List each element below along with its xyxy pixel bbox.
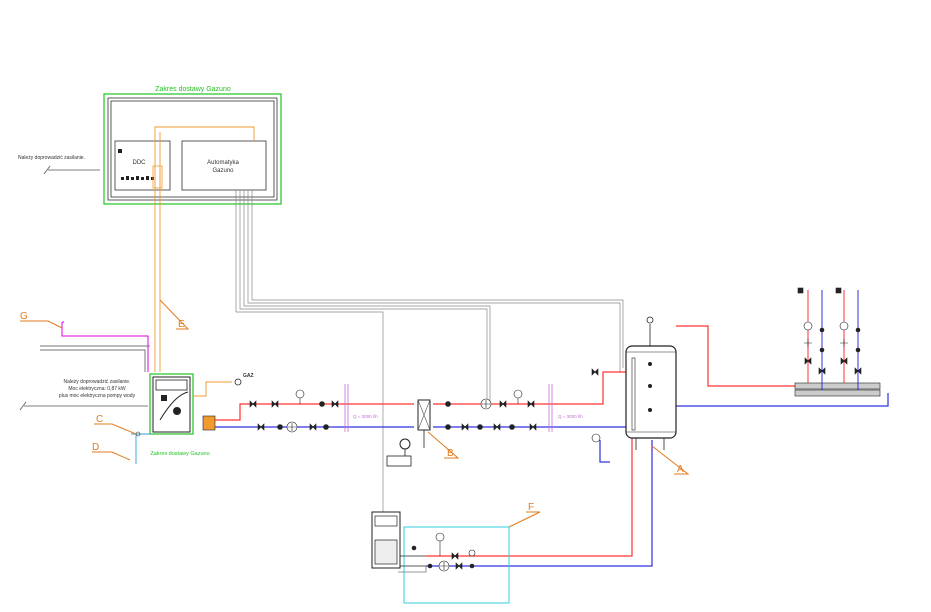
callout-b: B xyxy=(447,448,454,459)
power-note-top: Należy doprowadzić zasilanie. xyxy=(18,155,85,161)
automation-label-line1: Automatyka xyxy=(207,160,239,166)
supply-pipe xyxy=(215,325,795,557)
power-note-left-arrow xyxy=(19,401,148,411)
automation-box xyxy=(181,140,267,191)
flow-label-2: Q = 3000 l/h xyxy=(558,414,583,419)
hydraulic-separator xyxy=(417,399,431,448)
callout-e: E xyxy=(178,319,185,330)
power-note-left-line1: Należy doprowadzić zasilanie. xyxy=(64,379,131,385)
service-pipes xyxy=(40,345,150,372)
distribution-manifold xyxy=(794,287,881,397)
callout-f: F xyxy=(528,502,534,513)
control-cabinet xyxy=(103,93,282,205)
ddc-box xyxy=(114,140,171,191)
signal-line-e xyxy=(154,190,161,372)
drain-line-c xyxy=(131,433,152,464)
callout-a: A xyxy=(677,464,684,475)
buffer-tank xyxy=(625,316,677,450)
plate-exchanger xyxy=(202,415,216,431)
return-pipe xyxy=(215,393,889,567)
callout-g: G xyxy=(20,311,28,322)
callout-d: D xyxy=(92,442,99,453)
gas-supply-line xyxy=(193,381,232,397)
cable-bundle xyxy=(235,190,624,512)
callout-leaders xyxy=(20,299,690,528)
power-note-left-line2: Moc elektryczna: 0,87 kW xyxy=(68,386,126,392)
flow-label-1: Q = 3000 l/h xyxy=(353,414,378,419)
power-note-left-line3: plus moc elektryczna pompy wody xyxy=(59,393,136,399)
expansion-group xyxy=(386,438,412,467)
heat-pump-unit xyxy=(149,373,194,435)
automation-label-line2: Gazuno xyxy=(212,168,234,174)
flow-markers xyxy=(344,384,553,432)
scope-bottom-label: Zakres dostawy Gazuno xyxy=(150,451,209,457)
ddc-label: DDC xyxy=(133,160,147,166)
detail-f xyxy=(371,511,510,604)
power-note-top-arrow xyxy=(43,165,100,175)
ddc-terminals xyxy=(121,176,154,180)
gas-label: GAZ xyxy=(243,373,254,379)
scope-top-label: Zakres dostawy Gazuno xyxy=(155,86,231,93)
pipe-fittings xyxy=(249,368,601,443)
callout-c: C xyxy=(96,414,103,425)
gas-line xyxy=(61,321,149,372)
